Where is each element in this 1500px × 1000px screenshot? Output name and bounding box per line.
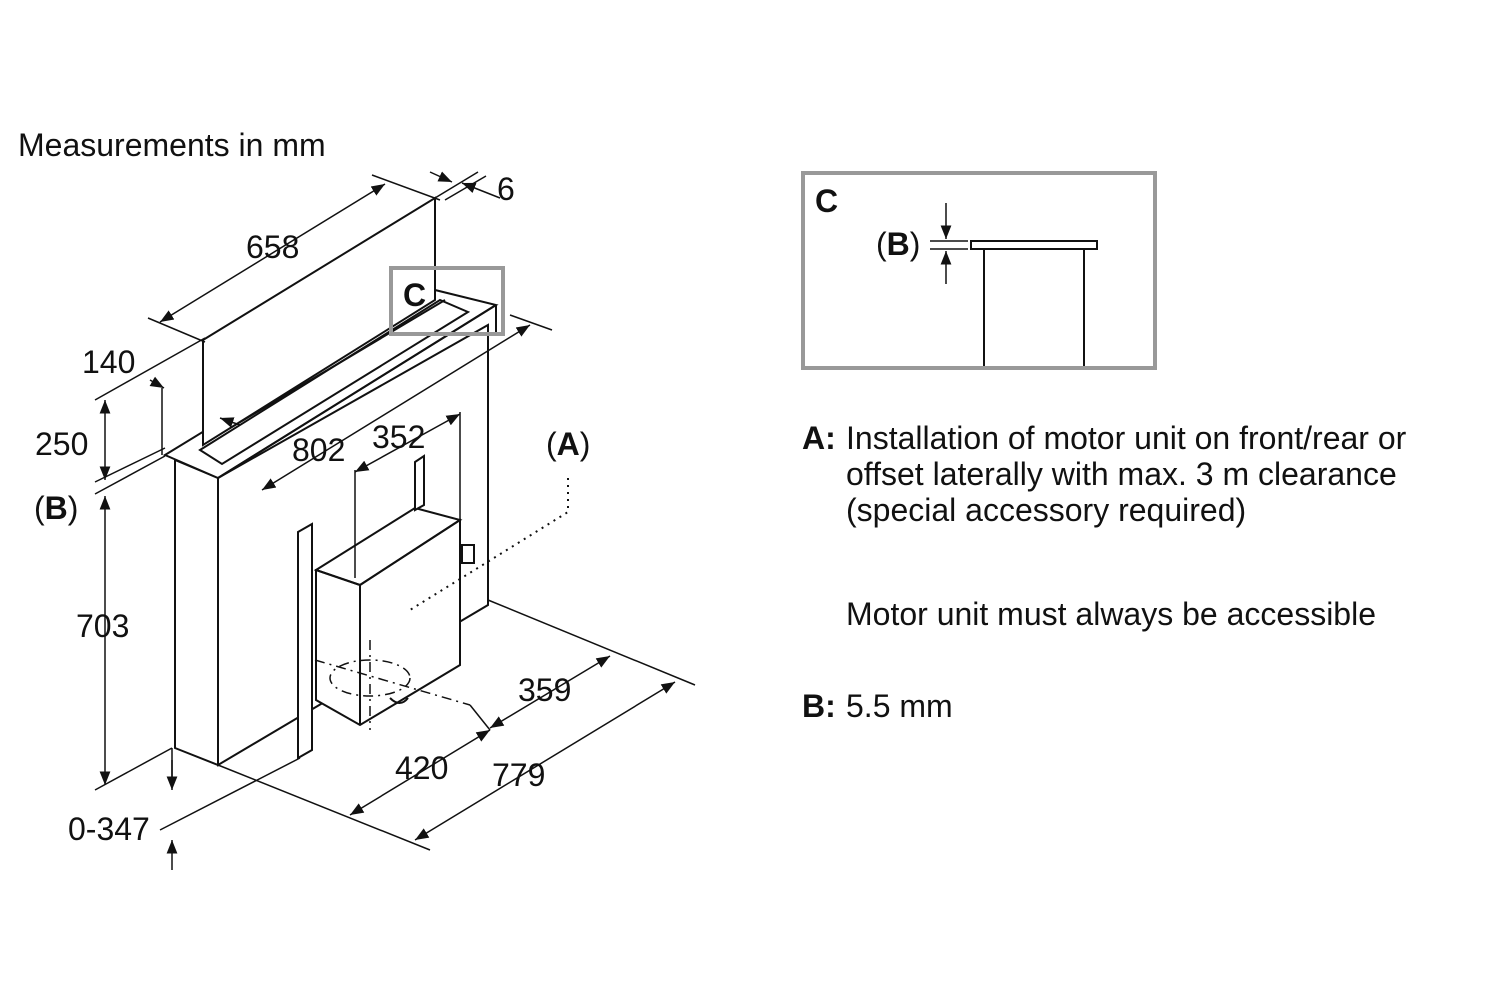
- marker-a: (A): [546, 426, 590, 462]
- measurements-heading: Measurements in mm: [18, 127, 326, 163]
- legend-b-key: B:: [802, 688, 836, 724]
- detail-c-title: C: [815, 183, 838, 219]
- marker-b: (B): [34, 490, 78, 526]
- legend-note: Motor unit must always be accessible: [802, 596, 1492, 632]
- dimension-lines: [94, 171, 696, 870]
- legend: A: Installation of motor unit on front/r…: [802, 420, 1492, 724]
- legend-a: A: Installation of motor unit on front/r…: [802, 420, 1492, 528]
- legend-b-text: 5.5 mm: [846, 688, 953, 724]
- dim-0-347: 0-347: [68, 811, 150, 847]
- callout-c-frame: [389, 266, 505, 336]
- dim-779: 779: [492, 757, 545, 793]
- legend-a-key: A:: [802, 420, 836, 456]
- legend-a-text: Installation of motor unit on front/rear…: [846, 420, 1407, 528]
- detail-c-view: [801, 171, 1157, 370]
- legend-b: B: 5.5 mm: [802, 688, 1492, 724]
- dim-250: 250: [35, 426, 88, 462]
- dim-6: 6: [497, 171, 515, 207]
- dim-359: 359: [518, 672, 571, 708]
- dim-802: 802: [292, 432, 345, 468]
- dim-703: 703: [76, 608, 129, 644]
- legend-note-text: Motor unit must always be accessible: [846, 596, 1376, 632]
- detail-b-marker: (B): [876, 226, 920, 262]
- dim-352: 352: [372, 419, 425, 455]
- callout-c-label: C: [403, 277, 426, 313]
- dim-140: 140: [82, 344, 135, 380]
- dim-420: 420: [395, 750, 448, 786]
- dim-658: 658: [246, 229, 299, 265]
